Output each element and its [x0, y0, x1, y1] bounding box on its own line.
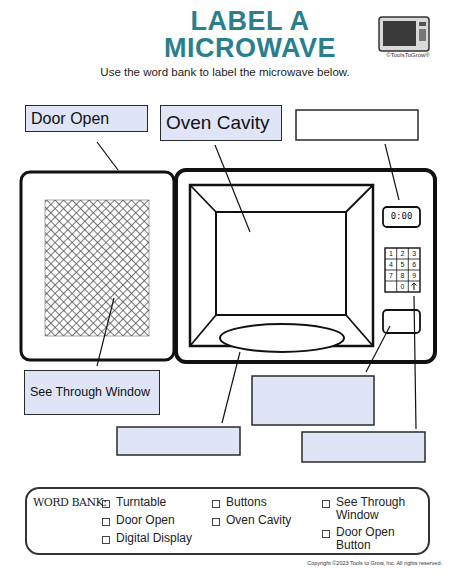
word-bank-term: Digital Display: [116, 532, 192, 545]
door-mesh-window: [45, 200, 149, 336]
keypad-digit: 5: [397, 261, 409, 269]
label-holder: Use the word bank to label the microwave…: [0, 66, 450, 79]
word-bank-item: Oven Cavity: [212, 514, 302, 527]
checkbox: [102, 518, 110, 526]
checkbox: [212, 518, 220, 526]
word-bank-box: WORD BANK: TurntableDoor OpenDigital Disp…: [25, 487, 430, 555]
oven-cavity-outline: [190, 185, 373, 346]
label-holder: 2: [397, 250, 409, 258]
instruction-text: Use the word bank to label the microwave…: [0, 66, 450, 79]
display-readout: 0:00: [384, 211, 419, 221]
keypad-digit: 3: [408, 250, 420, 258]
cavity-back-wall: [216, 212, 346, 315]
word-bank-heading: WORD BANK:: [33, 496, 107, 509]
keypad-digit: 4: [385, 261, 397, 269]
word-bank-term: Buttons: [226, 496, 267, 509]
label-box: See Through Window: [24, 370, 160, 415]
blank-label-box: [302, 432, 425, 462]
keypad: [385, 248, 420, 292]
label-holder: 1: [385, 250, 397, 258]
label-holder: ©ToolsToGrow®: [368, 52, 448, 59]
keypad-grid: [385, 248, 420, 292]
word-bank-term: Turntable: [116, 496, 166, 509]
label-holder: 4: [385, 261, 397, 269]
checkbox: [102, 536, 110, 544]
label-holder: 0:00: [384, 211, 419, 221]
keypad-digit: 8: [397, 272, 409, 280]
blank-label-box: [296, 110, 418, 140]
label-box: Door Open: [25, 105, 148, 132]
logo-text: ©ToolsToGrow®: [368, 52, 448, 59]
label-holder: Copyright ©2023 Tools to Grow, Inc. All …: [230, 560, 442, 566]
word-bank-item: Door Open: [102, 514, 192, 527]
blank-label-box: [252, 376, 374, 425]
label-holder: 5: [397, 261, 409, 269]
checkbox: [322, 530, 330, 538]
label-text: Oven Cavity: [166, 113, 269, 134]
keypad-digit: 6: [408, 261, 420, 269]
word-bank-term: Oven Cavity: [226, 514, 291, 527]
word-bank-term: Door Open: [116, 514, 175, 527]
label-holder: 0: [397, 283, 409, 291]
keypad-digit: 9: [408, 272, 420, 280]
label-holder: 6: [408, 261, 420, 269]
word-bank-item: Buttons: [212, 496, 302, 509]
word-bank-term: Door Open Button: [336, 526, 414, 552]
copyright-notice: Copyright ©2023 Tools to Grow, Inc. All …: [230, 560, 442, 566]
word-bank-item: Door Open Button: [322, 526, 414, 552]
label-holder: 3: [408, 250, 420, 258]
checkbox: [322, 500, 330, 508]
keypad-digit: 0: [397, 283, 409, 291]
logo-icon: [379, 17, 429, 51]
label-text: See Through Window: [30, 386, 150, 400]
label-box: Oven Cavity: [160, 105, 282, 141]
digital-display: [383, 207, 420, 227]
start-arrow-key: [412, 283, 417, 290]
word-bank-term: See Through Window: [336, 496, 414, 522]
word-bank-item: Turntable: [102, 496, 192, 509]
keypad-digit: 2: [397, 250, 409, 258]
title-block: LABEL A MICROWAVE: [150, 8, 350, 62]
label-holder: 9: [408, 272, 420, 280]
keypad-digit: 1: [385, 250, 397, 258]
word-bank-item: Digital Display: [102, 532, 202, 545]
keypad-digit: 7: [385, 272, 397, 280]
checkbox: [212, 500, 220, 508]
label-holder: 8: [397, 272, 409, 280]
microwave-body: [176, 170, 435, 362]
word-bank-item: See Through Window: [322, 496, 414, 522]
cavity-perspective-lines: [190, 185, 373, 346]
label-holder: 7: [385, 272, 397, 280]
label-text: Door Open: [31, 110, 109, 128]
microwave-door: [21, 172, 174, 360]
turntable: [220, 324, 344, 352]
page-title: LABEL A MICROWAVE: [150, 8, 350, 62]
word-bank-item: WORD BANK:: [33, 496, 103, 509]
blank-label-box: [117, 427, 240, 455]
